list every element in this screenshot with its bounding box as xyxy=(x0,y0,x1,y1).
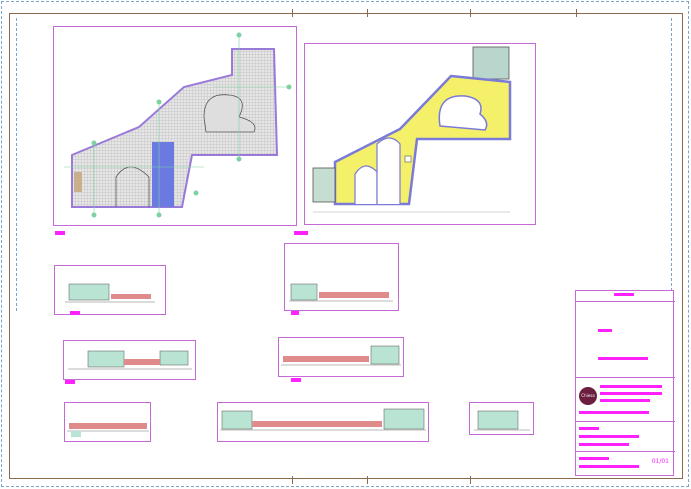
viewport-elevation-7[interactable] xyxy=(469,402,534,435)
viewport-elevation-1[interactable] xyxy=(54,265,166,315)
colored-plan-drawing xyxy=(312,46,512,213)
frame-tick xyxy=(576,9,577,17)
viewport-elevation-5[interactable] xyxy=(64,402,151,442)
title-block: Chiesa 01/01 xyxy=(575,290,675,476)
viewport-floor-tile-plan[interactable] xyxy=(53,26,297,226)
frame-tick xyxy=(292,9,293,17)
viewport-label-tag xyxy=(291,311,299,315)
frame-tick xyxy=(367,476,368,484)
dimension-marker-icon xyxy=(91,32,292,218)
viewport-elevation-6[interactable] xyxy=(217,402,429,442)
frame-tick xyxy=(470,9,471,17)
sheet-frame xyxy=(9,13,683,479)
viewport-elevation-3[interactable] xyxy=(63,340,196,380)
frame-tick xyxy=(470,476,471,484)
frame-tick xyxy=(292,476,293,484)
logo-icon: Chiesa xyxy=(579,387,597,405)
viewport-label-tag xyxy=(70,311,80,315)
sheet-inner-guides xyxy=(16,18,672,311)
sheet-number: 01/01 xyxy=(651,458,669,465)
viewport-label-tag xyxy=(65,380,75,384)
viewport-elevation-4[interactable] xyxy=(278,337,404,377)
viewport-elevation-2[interactable] xyxy=(284,243,399,311)
viewport-floor-plan-colored[interactable] xyxy=(304,43,536,225)
viewport-label-tag xyxy=(291,378,301,382)
floor-tile-plan-drawing xyxy=(64,32,292,218)
viewport-label-tag xyxy=(294,231,308,235)
frame-tick xyxy=(367,9,368,17)
viewport-label-tag xyxy=(55,231,65,235)
